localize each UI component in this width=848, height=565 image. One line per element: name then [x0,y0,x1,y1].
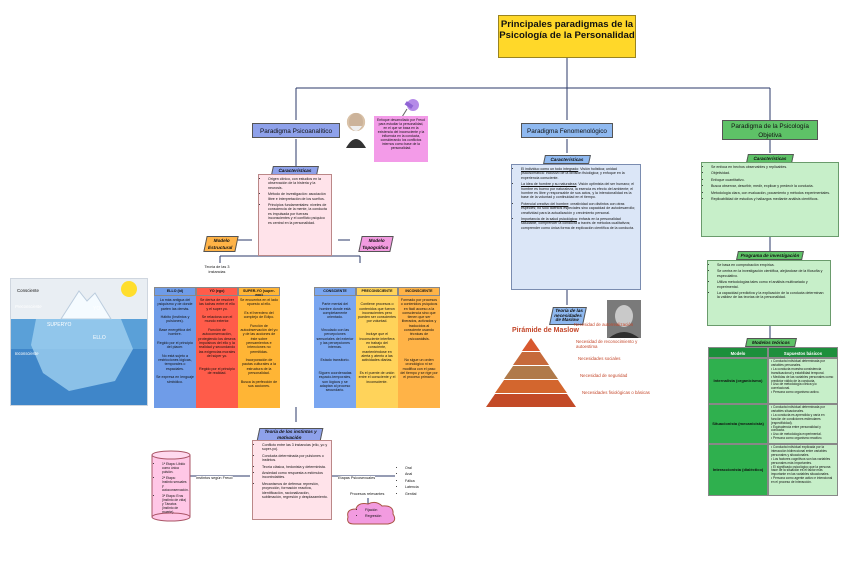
ello-header: ELLO (Id) [154,287,196,296]
yo-header: YO (ego) [196,287,238,296]
pyramid-tier [504,366,558,379]
ello-column: La más antigua del psiquismo y de donde … [154,296,196,408]
modelo-internalista: Internalista (organicismo) [708,358,768,404]
inconsciente-column: Formado por procesos o contenidos psíqui… [398,296,440,408]
branch-objetiva: Paradigma de la Psicología Objetiva [722,120,818,140]
modelo-situacionista-points: • Conducta individual determinada por va… [768,404,838,444]
superyo-column: Se encuentra en el lado opuesto al ello.… [238,296,280,408]
pyramid-tier-label: Necesidad de seguridad [580,373,628,378]
pyramid-tier-label: Necesidades fisiológicas o básicas [582,390,650,395]
procesos-label: Procesos relevantes [350,492,385,496]
consciente-column: Parte mental del hombre donde está compl… [314,296,356,408]
consciente-header: CONSCIENTE [314,287,356,296]
procesos-list: FijaciónRegresión [356,506,392,523]
modelo-interaccionista-points: • Conducta individual explicada por la i… [768,444,838,496]
pyramid-tier [495,380,567,393]
pyramid-tier [522,338,540,351]
etapas-label: Etapas Psicosexuales [338,476,376,480]
feno-caracteristicas: El individuo como un todo integrado: Vis… [511,164,641,290]
instintos-label: Instintos según Freud [196,476,233,480]
freud-portrait [341,108,371,148]
cloud-shape [344,500,398,528]
modelo-interaccionista: Interaccionista (dialéctico) [708,444,768,496]
instintos-etapas: 1ª Etapa: Libido como única pulsión.2ª E… [153,460,190,518]
inconsciente-header: INCONSCIENTE [398,287,440,296]
modelo-estructural-tag: Modelo Estructural [203,236,239,252]
modelos-col-modelo: Modelo [708,347,768,358]
freud-note: Enfoque desarrollado por Freud para estu… [374,116,428,162]
modelo-internalista-points: • Conducta individual determinada por va… [768,358,838,404]
preconsciente-column: Contiene procesos o contenidos que fuero… [356,296,398,408]
feno-caracteristicas-tag: Características [543,155,591,164]
programa-box: Se basa en comprobación empírica.Se cent… [707,260,831,326]
programa-tag: Programa de investigación [736,251,804,260]
teoria-instintos: Conflicto entre las 3 instancias (ello, … [252,440,332,520]
branch-fenomenologico: Paradigma Fenomenológico [521,123,613,138]
etapas-list: OralAnalFálicaLatenciaGenital [396,464,426,500]
pyramid-tier [513,352,549,365]
modelo-situacionista: Situacionista (mecanicista) [708,404,768,444]
yo-column: Se deriva de resolver las luchas entre e… [196,296,238,408]
modelos-tag: Modelos teóricos [745,338,797,347]
maslow-pyramid [486,338,576,407]
superyo-header: SUPER-YO (super-ego) [238,287,280,297]
modelos-col-supuestos: Supuestos básicos [768,347,838,358]
iceberg-illustration: Consciente Preconsciente Inconsciente YO… [10,278,148,406]
obj-caracteristicas: Se enfoca en hechos observables y replic… [701,162,839,237]
psico-caracteristicas: Origen clínico, con estudios en la obser… [258,174,332,256]
preconsciente-header: PRECONSCIENTE [356,287,398,296]
pyramid-tier-label: Necesidades sociales [578,356,621,361]
pyramid-tier-label: Necesidad de reconocimiento y autoestima [576,339,638,350]
teoria-instancias-label: Teoría de las 3 instancias [204,265,230,274]
modelo-topografico-tag: Modelo Topográfico [358,236,394,252]
branch-psicoanalitico: Paradigma Psicoanalítico [252,123,340,138]
main-title: Principales paradigmas de la Psicología … [498,15,636,58]
pyramid-tier [486,394,576,407]
pushpin-icon [399,97,423,119]
sun-icon [121,281,137,297]
cylinder-shape [151,450,191,522]
pyramid-title: Pirámide de Maslow [512,327,579,334]
pyramid-tier-label: Necesidad de autorrealización [574,322,634,327]
maslow-portrait [607,300,641,338]
